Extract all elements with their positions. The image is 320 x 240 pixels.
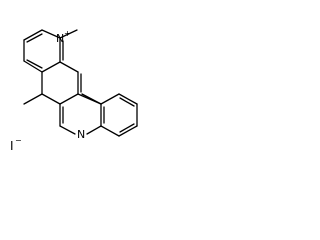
iodide-symbol: I (10, 139, 14, 153)
bond (41, 29, 61, 39)
ring-nitrogen-charge: + (64, 29, 71, 38)
indole-nitrogen-label: N (77, 128, 85, 141)
bond (86, 125, 102, 135)
structure-diagram: N + N I − (10, 29, 138, 153)
bond (77, 93, 102, 105)
ring-nitrogen-label: N (56, 32, 64, 45)
bond (41, 61, 61, 73)
bond (26, 59, 43, 69)
bonds (23, 29, 138, 137)
iodide-counterion: I − (10, 136, 22, 153)
bond (119, 123, 135, 133)
bond (100, 125, 120, 137)
bond (59, 61, 79, 73)
bond (41, 93, 61, 105)
bond (59, 29, 78, 39)
bond (23, 29, 43, 41)
atom-labels: N + N (56, 29, 85, 141)
bond (23, 60, 43, 73)
bond (26, 33, 43, 43)
bond (100, 93, 120, 105)
bond (118, 93, 138, 105)
iodide-charge: − (15, 136, 22, 145)
bond (23, 93, 43, 105)
bond (59, 125, 76, 135)
bond (59, 93, 79, 105)
bond (119, 97, 135, 107)
bond (118, 125, 138, 137)
